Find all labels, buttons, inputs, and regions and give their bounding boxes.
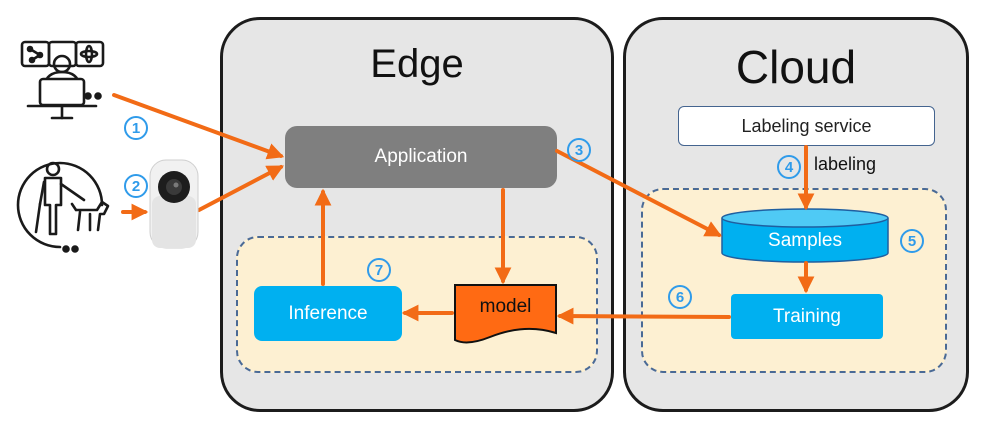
arrow-operator-to-application — [112, 93, 285, 160]
step-6-marker: 6 — [668, 285, 692, 309]
labeling-edge-label: labeling — [814, 154, 877, 174]
arrow-application-to-samples — [555, 149, 722, 237]
inference-node: Inference — [254, 286, 402, 341]
step-7-marker: 7 — [367, 258, 391, 282]
arrow-training-to-model — [556, 307, 731, 325]
training-node: Training — [731, 294, 883, 339]
samples-label: Samples — [768, 230, 842, 251]
step-3-marker: 3 — [567, 138, 591, 162]
security-camera-icon — [149, 159, 199, 249]
operator-workstation-icon — [20, 40, 105, 120]
arrow-camera-to-application — [197, 165, 284, 212]
cloud-title: Cloud — [735, 41, 857, 93]
samples-cylinder-icon — [721, 208, 889, 263]
step-4-marker: 4 — [777, 155, 801, 179]
model-label: model — [479, 296, 532, 317]
step-5-marker: 5 — [900, 229, 924, 253]
step-1-marker: 1 — [124, 116, 148, 140]
model-document-icon — [454, 284, 557, 344]
step-2-marker: 2 — [124, 174, 148, 198]
application-node: Application — [285, 126, 557, 188]
edge-title: Edge — [370, 42, 464, 86]
pedestrian-with-dog-icon — [16, 161, 110, 253]
